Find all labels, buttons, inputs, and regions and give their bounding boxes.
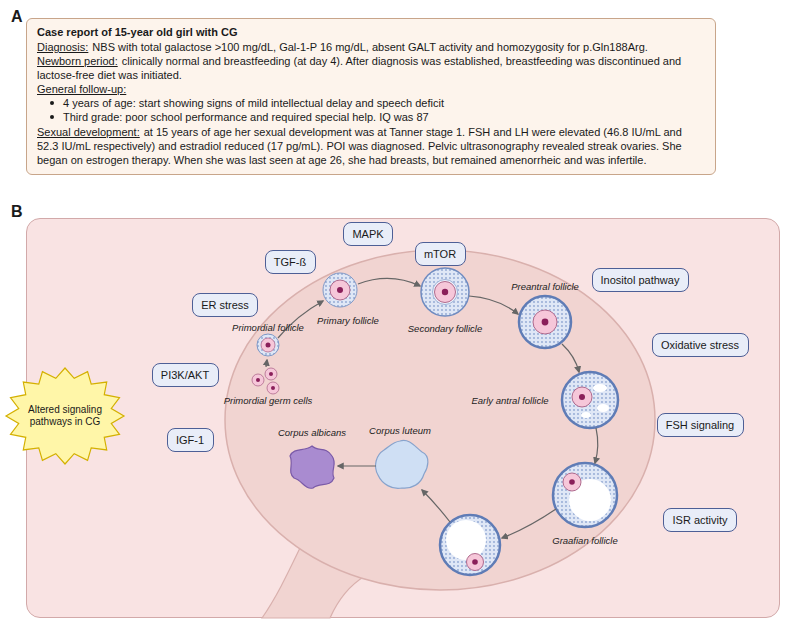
pathway-name: mTOR — [424, 248, 456, 260]
bullet-text: 4 years of age: start showing signs of m… — [63, 97, 444, 109]
pathway-name: Inositol pathway — [601, 274, 680, 286]
pathway-name: Oxidative stress — [661, 339, 739, 351]
pathway-pill: ER stress — [192, 293, 258, 317]
follicle-label: Early antral follicle — [471, 395, 548, 406]
follicle-label: Graafian follicle — [552, 535, 617, 546]
bullet-item: Third grade: poor school performance and… — [37, 110, 705, 124]
report-text: NBS with total galactose >100 mg/dL, Gal… — [92, 41, 648, 53]
pathway-name: PI3K/AKT — [161, 369, 209, 381]
bullet-dot — [50, 115, 54, 119]
cycle-arrows — [266, 278, 598, 538]
pathway-pill: PI3K/AKT — [152, 363, 219, 387]
ovulating-follicle — [440, 515, 500, 575]
case-report-box: ACase report of 15-year old girl with CG… — [26, 18, 716, 175]
panel-letter: A — [11, 7, 23, 27]
pathway-pill: FSH signaling — [657, 413, 744, 437]
section-heading: General follow-up: — [37, 83, 126, 95]
section-heading: Newborn period: — [37, 55, 118, 67]
report-paragraph: Sexual development:at 15 years of age he… — [37, 125, 705, 167]
pathway-pill: MAPK — [343, 222, 393, 246]
pathway-pill: Inositol pathway — [592, 268, 689, 292]
follicle-label: Primordial germ cells — [224, 395, 313, 406]
bullet-dot — [50, 101, 54, 105]
pathway-name: ER stress — [201, 299, 249, 311]
section-heading: Sexual development: — [37, 126, 140, 138]
follicle-label: Preantral follicle — [511, 281, 579, 292]
panel-letter: B — [11, 203, 23, 221]
section-heading: Diagnosis: — [37, 41, 88, 53]
report-text: clinically normal and breastfeeding (at … — [37, 55, 681, 81]
secondary-follicle — [421, 268, 469, 316]
bullet-text: Third grade: poor school performance and… — [63, 111, 429, 123]
report-paragraph: General follow-up: — [37, 82, 705, 96]
pathway-pill: ISR activity — [663, 508, 737, 532]
follicle-label: Secondary follicle — [408, 323, 482, 334]
pathway-pill: TGF-ß — [265, 250, 316, 274]
preantral-follicle — [519, 296, 571, 348]
primary-follicle — [323, 273, 357, 307]
pathway-name: TGF-ß — [274, 256, 306, 268]
report-paragraph: Newborn period:clinically normal and bre… — [37, 54, 705, 82]
pathway-name: FSH signaling — [666, 419, 734, 431]
pathway-name: IGF-1 — [176, 434, 204, 446]
pathway-name: ISR activity — [672, 514, 727, 526]
report-title: Case report of 15-year old girl with CG — [37, 25, 705, 39]
follicle-label: Primary follicle — [317, 315, 379, 326]
corpus-luteum — [376, 440, 428, 488]
graafian-follicle — [553, 463, 617, 527]
pathway-pill: mTOR — [415, 242, 466, 266]
corpus-albicans — [290, 446, 334, 488]
follicle-label: Corpus albicans — [278, 427, 346, 438]
pathway-panel: BMAPKTGF-ßmTORER stressInositol pathwayO… — [26, 218, 780, 618]
pathway-name: MAPK — [352, 228, 383, 240]
early-antral-follicle — [562, 372, 618, 428]
germ-cells — [252, 368, 279, 394]
starburst-text: Altered signaling pathways in CG — [28, 404, 102, 428]
starburst: Altered signaling pathways in CG — [4, 366, 126, 466]
primordial-follicle — [257, 334, 279, 356]
report-paragraph: Diagnosis: NBS with total galactose >100 … — [37, 40, 705, 54]
pathway-pill: Oxidative stress — [652, 333, 749, 357]
bullet-item: 4 years of age: start showing signs of m… — [37, 96, 705, 110]
follicle-label: Corpus luteum — [369, 425, 431, 436]
follicle-label: Primordial follicle — [232, 322, 304, 333]
pathway-pill: IGF-1 — [167, 428, 214, 452]
ovary — [225, 250, 655, 618]
